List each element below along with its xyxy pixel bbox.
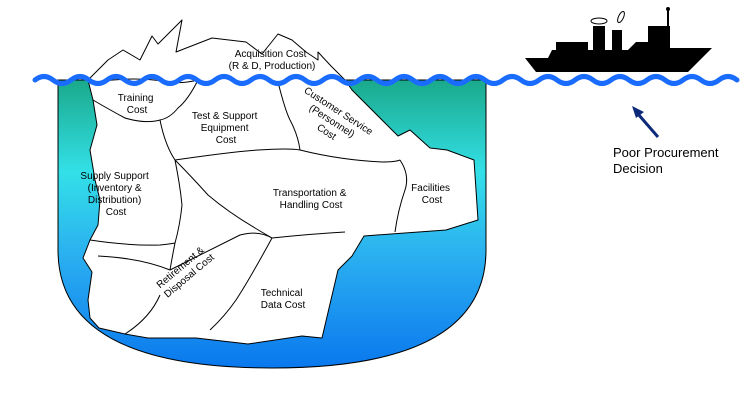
label-supply-support-cost: Supply Support (Inventory & Distribution… [80, 171, 151, 218]
ship-icon [525, 7, 712, 72]
label-acquisition-cost: Acquisition Cost (R & D, Production) [229, 49, 316, 72]
label-transportation-handling-cost: Transportation & Handling Cost [273, 188, 349, 211]
water-surface-wave [32, 74, 740, 86]
arrow-icon [632, 106, 660, 138]
label-facilities-cost: Facilities Cost [411, 183, 453, 206]
label-training-cost: Training Cost [118, 93, 157, 116]
label-test-support-equipment-cost: Test & Support Equipment Cost [192, 111, 260, 146]
callout-poor-procurement-decision: Poor Procurement Decision [613, 145, 722, 176]
iceberg-shape [82, 19, 479, 345]
label-technical-data-cost: Technical Data Cost [261, 288, 306, 311]
